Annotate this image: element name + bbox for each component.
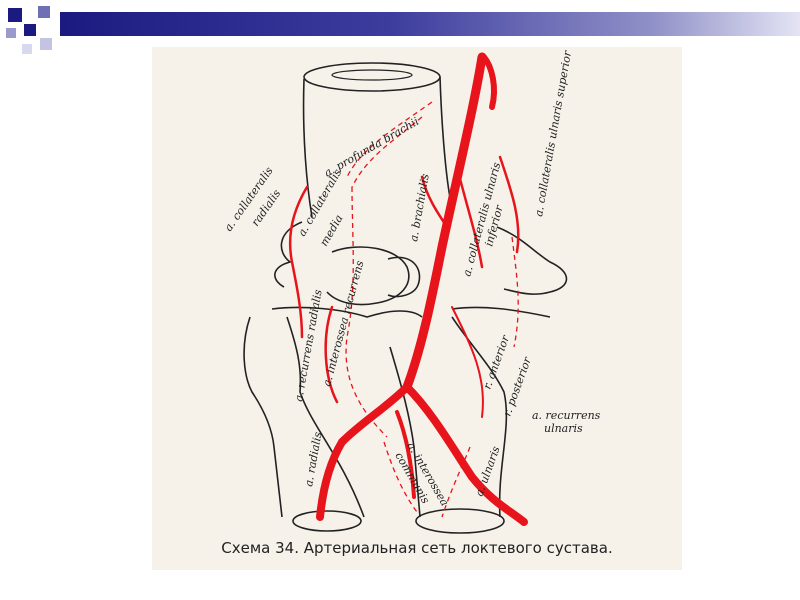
label-recurrens-radialis: a. recurrens radialis bbox=[292, 288, 325, 402]
label-collateralis-media-2: media bbox=[317, 213, 345, 249]
label-recurrens-ulnaris-1: a. recurrens bbox=[532, 409, 601, 422]
decor-square bbox=[38, 6, 50, 18]
figure-caption: Схема 34. Артериальная сеть локтевого су… bbox=[221, 539, 613, 557]
header-gradient-bar bbox=[60, 12, 800, 36]
decor-square bbox=[8, 8, 22, 22]
label-ulnaris: a. ulnaris bbox=[473, 444, 503, 498]
slide-header-decoration bbox=[0, 0, 800, 60]
brachial-artery bbox=[316, 52, 528, 526]
decor-square bbox=[40, 38, 52, 50]
label-brachialis: a. brachialis bbox=[407, 173, 432, 243]
label-r-posterior: r. posterior bbox=[501, 355, 535, 418]
decor-square bbox=[22, 44, 32, 54]
label-radialis: a. radialis bbox=[302, 431, 324, 488]
posterior-dashed-arteries bbox=[345, 101, 519, 518]
elbow-joint-outline bbox=[271, 221, 568, 318]
label-recurrens-ulnaris-2: ulnaris bbox=[544, 422, 583, 435]
decor-square bbox=[6, 28, 16, 38]
elbow-arterial-network-figure: a. profunda brachii a. collateralis radi… bbox=[152, 47, 682, 570]
label-collateralis-ulnaris-superior: a. collateralis ulnaris superior bbox=[532, 49, 574, 217]
ulna-outline bbox=[389, 316, 508, 534]
decor-square bbox=[24, 24, 36, 36]
collateral-arteries bbox=[288, 155, 520, 418]
elbow-anatomy-diagram: a. profunda brachii a. collateralis radi… bbox=[222, 49, 601, 534]
radius-outline bbox=[243, 316, 365, 532]
